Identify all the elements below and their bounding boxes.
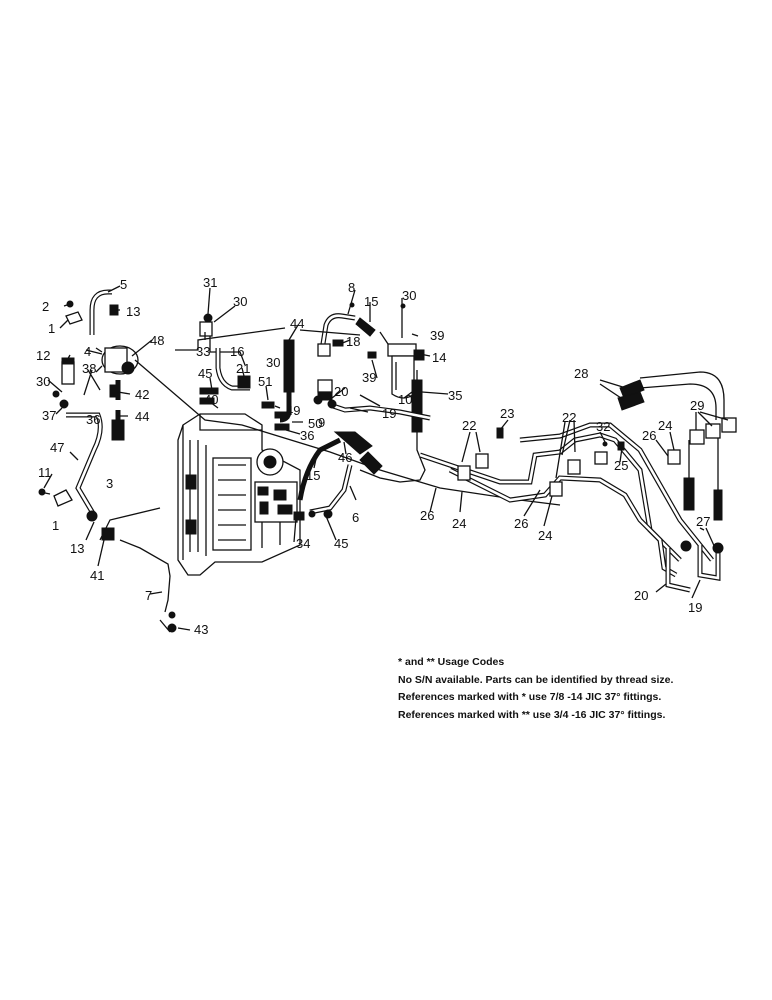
callout-30: 30 (233, 294, 247, 309)
notes-line-3: References marked with ** use 3/4 -16 JI… (398, 708, 666, 721)
callout-27: 27 (696, 514, 710, 529)
callout-16: 16 (230, 344, 244, 359)
callout-15: 15 (364, 294, 378, 309)
callout-11: 11 (38, 465, 52, 480)
notes-line-1: No S/N available. Parts can be identifie… (398, 673, 674, 686)
callout-22: 22 (562, 410, 576, 425)
callout-45: 45 (198, 366, 212, 381)
callout-23: 23 (500, 406, 514, 421)
callout-1: 1 (52, 518, 59, 533)
callout-21: 21 (236, 361, 250, 376)
notes-heading: * and ** Usage Codes (398, 656, 505, 668)
callout-9: 9 (318, 415, 325, 430)
callout-26: 26 (420, 508, 434, 523)
callout-30: 30 (36, 374, 50, 389)
callout-36: 36 (86, 412, 100, 427)
callout-2: 2 (42, 299, 49, 314)
filter-canister (387, 343, 417, 399)
callout-19: 19 (382, 406, 396, 421)
callout-49: 49 (286, 403, 300, 418)
callout-34: 34 (296, 536, 310, 551)
callout-4: 4 (84, 344, 91, 359)
callout-7: 7 (145, 588, 152, 603)
callout-44: 44 (135, 409, 149, 424)
callout-33: 33 (196, 344, 210, 359)
callout-labels: 2 1 5 13 12 4 48 38 30 42 37 36 44 47 11… (36, 275, 710, 637)
callout-29: 29 (690, 398, 704, 413)
callout-24: 24 (538, 528, 552, 543)
callout-45: 45 (334, 536, 348, 551)
callout-14: 14 (432, 350, 446, 365)
hydraulic-pump (95, 345, 139, 375)
callout-25: 25 (614, 458, 628, 473)
callout-31: 31 (203, 275, 217, 290)
callout-15: 15 (306, 468, 320, 483)
callout-26: 26 (642, 428, 656, 443)
callout-10: 10 (398, 392, 412, 407)
callout-20: 20 (334, 384, 348, 399)
callout-24: 24 (658, 418, 672, 433)
callout-50: 50 (308, 416, 322, 431)
callout-38: 38 (82, 361, 96, 376)
callout-5: 5 (120, 277, 127, 292)
leader-lines (43, 285, 729, 631)
callout-1: 1 (48, 321, 55, 336)
callout-37: 37 (42, 408, 56, 423)
callout-47: 47 (50, 440, 64, 455)
callout-6: 6 (352, 510, 359, 525)
notes-line-2: References marked with * use 7/8 -14 JIC… (398, 691, 662, 703)
callout-46: 46 (338, 450, 352, 465)
callout-26: 26 (514, 516, 528, 531)
callout-51: 51 (258, 374, 272, 389)
callout-19: 19 (688, 600, 702, 615)
callout-30: 30 (402, 288, 416, 303)
callout-12: 12 (36, 348, 50, 363)
callout-36: 36 (300, 428, 314, 443)
transmission-housing (177, 413, 301, 576)
callout-42: 42 (135, 387, 149, 402)
callout-40: 40 (204, 392, 218, 407)
callout-44: 44 (290, 316, 304, 331)
callout-43: 43 (194, 622, 208, 637)
usage-codes-notes: * and ** Usage Codes No S/N available. P… (398, 654, 738, 724)
callout-32: 32 (596, 419, 610, 434)
callout-3: 3 (106, 476, 113, 491)
callout-20: 20 (634, 588, 648, 603)
callout-13: 13 (70, 541, 84, 556)
callout-22: 22 (462, 418, 476, 433)
callout-39: 39 (362, 370, 376, 385)
callout-48: 48 (150, 333, 164, 348)
callout-8: 8 (348, 280, 355, 295)
fittings-and-clamps (38, 300, 737, 633)
callout-30: 30 (266, 355, 280, 370)
callout-28: 28 (574, 366, 588, 381)
callout-39: 39 (430, 328, 444, 343)
callout-13: 13 (126, 304, 140, 319)
callout-41: 41 (90, 568, 104, 583)
callout-35: 35 (448, 388, 462, 403)
callout-24: 24 (452, 516, 466, 531)
callout-18: 18 (346, 334, 360, 349)
